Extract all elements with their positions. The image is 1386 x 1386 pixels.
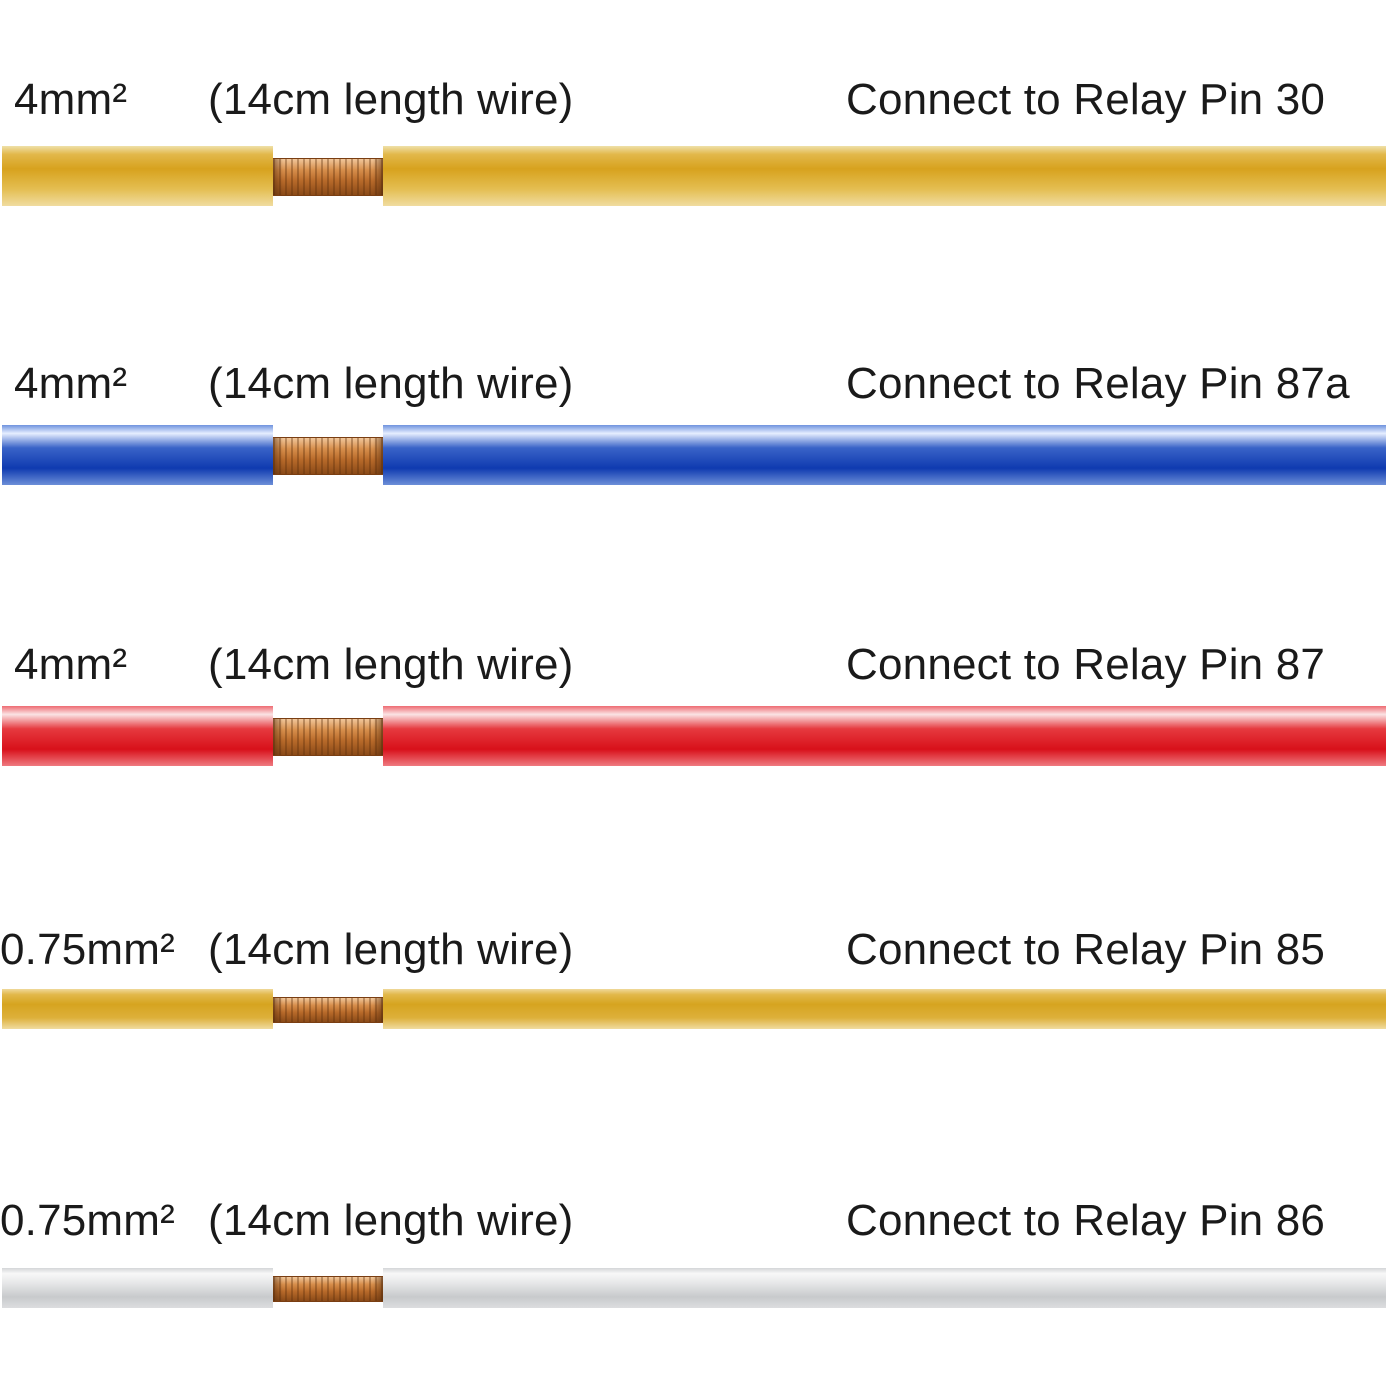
wire-graphic	[0, 425, 1386, 485]
wire-size-label: 4mm²	[14, 75, 128, 124]
wire-insulation-left	[2, 1268, 273, 1308]
wire-graphic	[0, 146, 1386, 206]
wire-insulation-left	[2, 425, 273, 485]
wire-length-label: (14cm length wire)	[208, 640, 574, 689]
relay-pin-label: Connect to Relay Pin 86	[846, 1196, 1326, 1245]
wire-graphic	[0, 1268, 1386, 1308]
wire-insulation-right	[383, 425, 1386, 485]
wire-insulation-left	[2, 146, 273, 206]
wire-row-pin-86: 0.75mm² (14cm length wire) Connect to Re…	[0, 1195, 1386, 1315]
wire-insulation-right	[383, 1268, 1386, 1308]
wire-insulation-left	[2, 989, 273, 1029]
wire-insulation-right	[383, 989, 1386, 1029]
wire-length-label: (14cm length wire)	[208, 359, 574, 408]
relay-pin-label: Connect to Relay Pin 30	[846, 75, 1326, 124]
wire-graphic	[0, 989, 1386, 1029]
wire-row-pin-30: 4mm² (14cm length wire) Connect to Relay…	[0, 74, 1386, 214]
wire-length-label: (14cm length wire)	[208, 925, 574, 974]
wire-row-pin-87: 4mm² (14cm length wire) Connect to Relay…	[0, 639, 1386, 779]
wire-row-pin-87a: 4mm² (14cm length wire) Connect to Relay…	[0, 358, 1386, 498]
wire-size-label: 0.75mm²	[0, 925, 175, 974]
relay-pin-label: Connect to Relay Pin 87	[846, 640, 1326, 689]
wire-insulation-right	[383, 146, 1386, 206]
wire-insulation-left	[2, 706, 273, 766]
wire-size-label: 4mm²	[14, 640, 128, 689]
copper-core	[273, 997, 383, 1023]
wire-graphic	[0, 706, 1386, 766]
copper-core	[273, 437, 383, 475]
wire-size-label: 4mm²	[14, 359, 128, 408]
relay-pin-label: Connect to Relay Pin 87a	[846, 359, 1350, 408]
wire-length-label: (14cm length wire)	[208, 1196, 574, 1245]
copper-core	[273, 1276, 383, 1302]
wire-size-label: 0.75mm²	[0, 1196, 175, 1245]
wire-insulation-right	[383, 706, 1386, 766]
wire-row-pin-85: 0.75mm² (14cm length wire) Connect to Re…	[0, 924, 1386, 1044]
relay-pin-label: Connect to Relay Pin 85	[846, 925, 1326, 974]
copper-core	[273, 718, 383, 756]
wire-length-label: (14cm length wire)	[208, 75, 574, 124]
copper-core	[273, 158, 383, 196]
